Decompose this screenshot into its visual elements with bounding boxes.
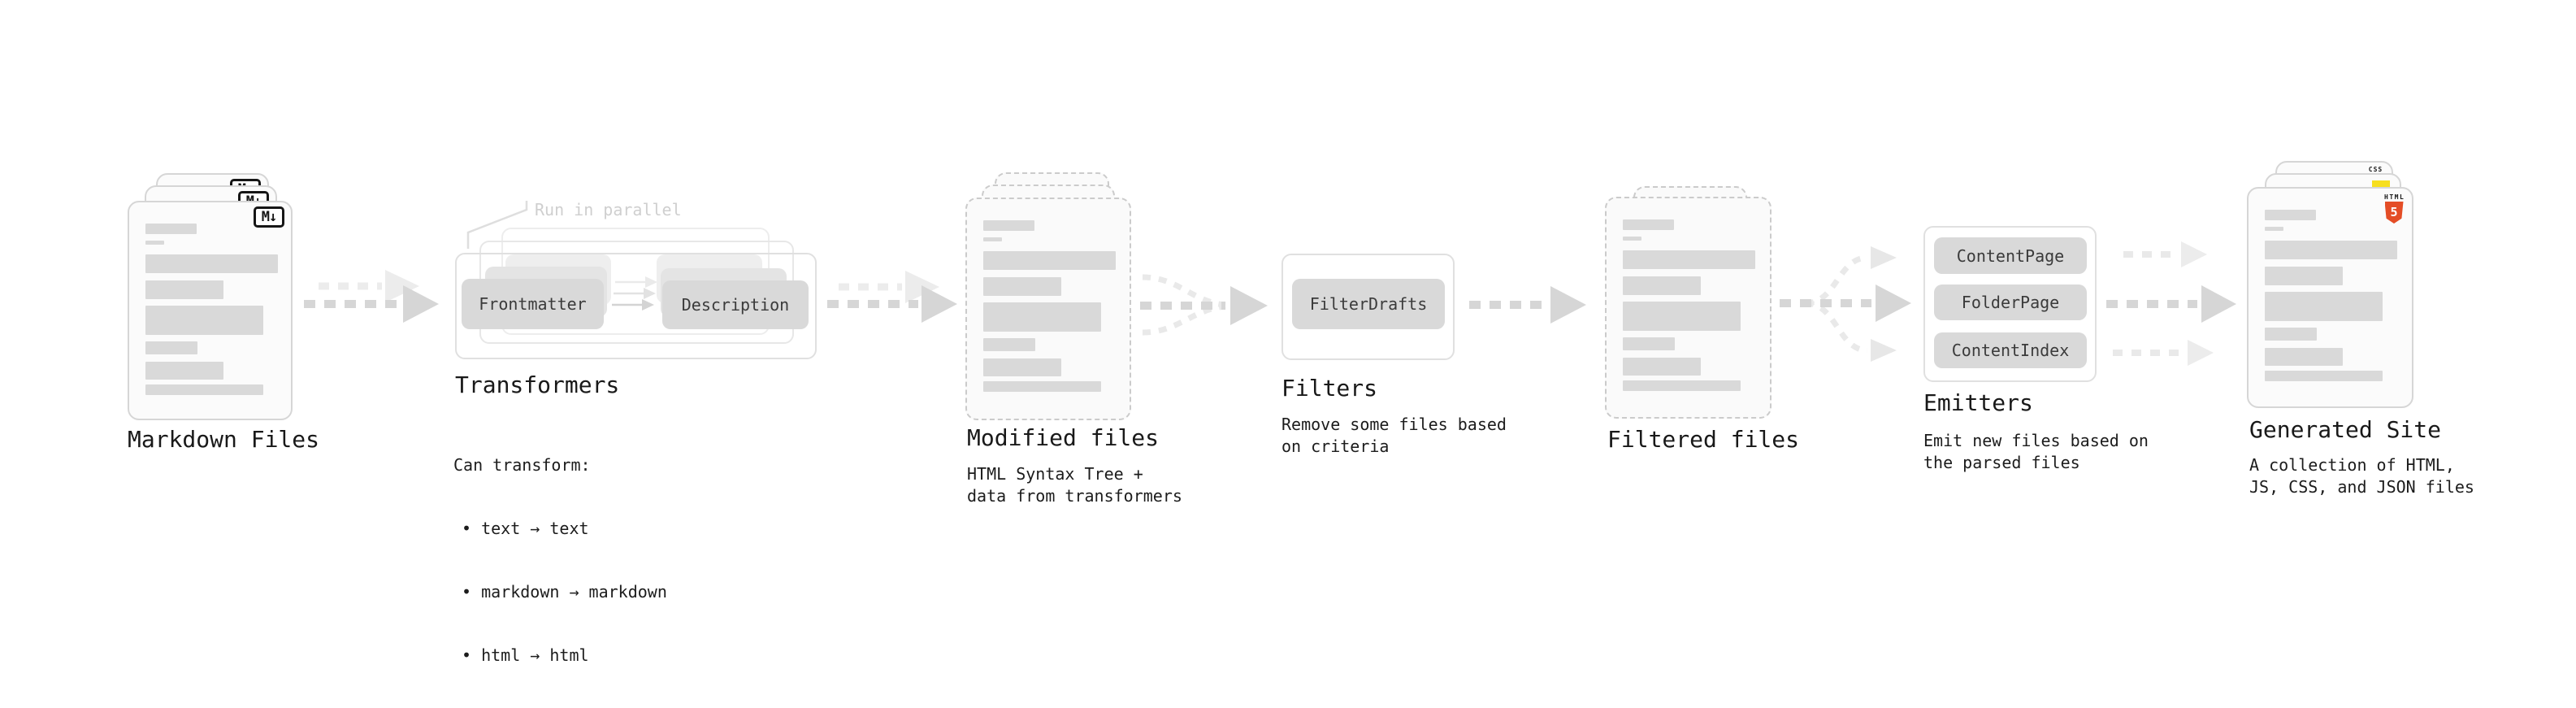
- transformer-node-arrows: [612, 276, 657, 311]
- flow-arrows: [304, 201, 2236, 366]
- transformers-desc-heading: Can transform:: [453, 455, 591, 475]
- curve-branch: [1805, 300, 1868, 354]
- mini-arrowhead: [642, 299, 654, 311]
- transformer-frame-front: [455, 253, 817, 359]
- arrow-markdown-to-transformers: [304, 270, 439, 323]
- filters-frame: [1281, 254, 1455, 360]
- stage-desc-filters: Remove some files based on criteria: [1281, 415, 1507, 456]
- css-icon-label: CSS: [2368, 166, 2383, 173]
- stage-title-emitters: Emitters: [1923, 389, 2033, 416]
- transformers-bullet: • html → html: [462, 645, 589, 665]
- stage-desc-generated-site: A collection of HTML, JS, CSS, and JSON …: [2249, 455, 2474, 497]
- arrow-filtered-to-emitters: [1780, 246, 1911, 362]
- run-in-parallel-annotation: Run in parallel: [535, 200, 682, 219]
- stage-title-filtered-files: Filtered files: [1607, 426, 1800, 453]
- pipeline-diagram: M↓ M↓ M↓ Markdown Files Run in parallel …: [128, 161, 2474, 665]
- mini-arrowhead: [644, 288, 656, 299]
- transformers-bullet: • text → text: [462, 519, 589, 538]
- markdown-icon: M↓: [254, 206, 284, 228]
- curve-branch: [1142, 274, 1226, 308]
- arrow-filters-to-filtered: [1469, 286, 1586, 324]
- arrowhead: [2201, 285, 2236, 323]
- stage-desc-modified-files: HTML Syntax Tree + data from transformer…: [967, 464, 1182, 506]
- stage-desc-emitters: Emit new files based on the parsed files: [1923, 431, 2149, 472]
- run-in-parallel-callout-line: [466, 201, 528, 249]
- html5-icon-shield: 5: [2384, 202, 2404, 224]
- curve-branch: [1142, 303, 1226, 336]
- contentindex-node: ContentIndex: [1934, 332, 2087, 368]
- folderpage-node: FolderPage: [1934, 285, 2087, 320]
- arrowhead: [1550, 286, 1586, 324]
- file-content-placeholder: [145, 224, 278, 395]
- file-content-placeholder: [1623, 219, 1755, 391]
- transformers-bullet: • markdown → markdown: [462, 582, 667, 602]
- arrowhead: [1876, 285, 1911, 322]
- arrowhead: [1871, 246, 1897, 269]
- file-content-placeholder: [2265, 210, 2397, 381]
- arrow-modified-to-filters: [1140, 274, 1268, 336]
- arrowhead: [403, 285, 439, 323]
- html5-icon-label: HTML: [2384, 193, 2405, 201]
- stage-title-filters: Filters: [1281, 375, 1378, 402]
- arrow-transformers-to-modified: [827, 271, 957, 323]
- mini-arrowhead: [645, 276, 657, 288]
- curve-branch: [1805, 254, 1868, 306]
- html5-icon: HTML 5: [2384, 193, 2404, 224]
- arrowhead: [1230, 286, 1268, 325]
- arrowhead: [1871, 339, 1897, 362]
- emitters-frame: [1923, 226, 2097, 382]
- filterdrafts-node: FilterDrafts: [1292, 279, 1445, 329]
- arrowhead: [2181, 241, 2207, 267]
- arrowhead: [385, 270, 419, 302]
- stage-title-transformers: Transformers: [455, 371, 620, 398]
- stage-title-generated-site: Generated Site: [2249, 416, 2442, 443]
- arrow-emitters-to-generated: [2106, 241, 2236, 366]
- stage-title-markdown-files: Markdown Files: [128, 426, 320, 453]
- frontmatter-node: Frontmatter: [462, 279, 604, 329]
- stage-title-modified-files: Modified files: [967, 424, 1160, 451]
- contentpage-node: ContentPage: [1934, 237, 2087, 274]
- description-node: Description: [662, 280, 809, 329]
- arrowhead: [2188, 340, 2214, 366]
- arrowhead: [922, 285, 957, 323]
- file-card-front: HTML 5: [2247, 187, 2413, 408]
- file-card-front: M↓: [128, 201, 293, 420]
- file-card-front: [965, 198, 1131, 420]
- stage-desc-transformers: Can transform: • text → text • markdown …: [453, 412, 667, 708]
- file-card-front: [1605, 197, 1772, 419]
- file-content-placeholder: [983, 220, 1116, 392]
